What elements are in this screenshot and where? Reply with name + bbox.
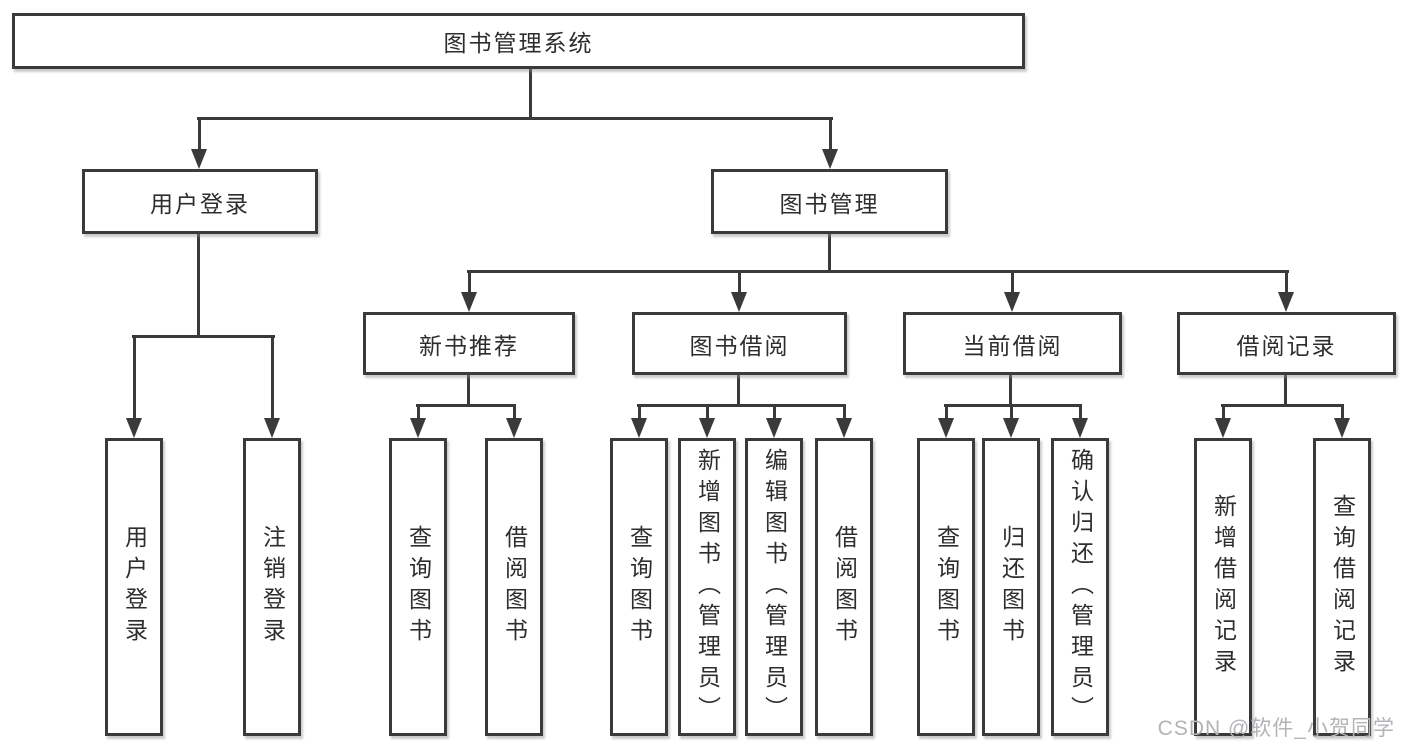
arrow-to-current-confirm [1072, 404, 1088, 438]
leaf-borrowing-add-book-admin-label: 新增图书（管理员） [694, 447, 721, 727]
leaf-newbooks-borrow-books-label: 借阅图书 [501, 525, 528, 649]
arrow-to-current-borrowing [1004, 270, 1020, 312]
leaf-records-add-record-label: 新增借阅记录 [1210, 494, 1237, 680]
leaf-borrowing-query-books: 查询图书 [610, 438, 668, 736]
arrow-to-book-management [822, 117, 838, 169]
arrow-to-records-query [1334, 404, 1350, 438]
arrow-to-borrowing-edit [766, 404, 782, 438]
connector-book-borrowing-stem [737, 374, 740, 407]
connector-root-rail [197, 117, 833, 120]
leaf-user-login-label: 用户登录 [121, 525, 148, 649]
arrow-to-borrowing-borrow [836, 404, 852, 438]
leaf-borrowing-borrow-books: 借阅图书 [815, 438, 873, 736]
leaf-records-query-record-label: 查询借阅记录 [1329, 494, 1356, 680]
connector-user-login-rail [132, 335, 275, 338]
arrow-to-records-add [1215, 404, 1231, 438]
leaf-current-confirm-return-admin-label: 确认归还（管理员） [1067, 447, 1094, 727]
leaf-current-query-books: 查询图书 [917, 438, 975, 736]
node-user-login-label: 用户登录 [150, 190, 250, 217]
connector-current-borrowing-stem [1009, 374, 1012, 407]
leaf-borrowing-query-books-label: 查询图书 [626, 525, 653, 649]
node-root-label: 图书管理系统 [443, 30, 594, 56]
arrow-to-borrow-records [1278, 270, 1294, 312]
node-current-borrowing: 当前借阅 [903, 312, 1122, 375]
arrow-to-new-book-recommend [461, 270, 477, 312]
arrow-to-borrowing-add [699, 404, 715, 438]
leaf-current-return-books: 归还图书 [982, 438, 1040, 736]
csdn-watermark: CSDN @软件_小贺同学 [1157, 717, 1395, 740]
leaf-logout-label: 注销登录 [259, 525, 286, 649]
connector-book-management-stem [828, 233, 831, 273]
node-book-borrowing-label: 图书借阅 [689, 332, 790, 359]
connector-current-borrowing-rail [944, 404, 1082, 407]
leaf-records-add-record: 新增借阅记录 [1194, 438, 1252, 736]
leaf-records-query-record: 查询借阅记录 [1313, 438, 1371, 736]
leaf-borrowing-edit-book-admin-label: 编辑图书（管理员） [761, 447, 788, 727]
node-book-borrowing: 图书借阅 [632, 312, 847, 375]
leaf-borrowing-edit-book-admin: 编辑图书（管理员） [745, 438, 803, 736]
leaf-borrowing-borrow-books-label: 借阅图书 [831, 525, 858, 649]
arrow-to-borrowing-query [631, 404, 647, 438]
arrow-to-leaf-user-login [126, 335, 142, 438]
connector-book-borrowing-rail [637, 404, 845, 407]
leaf-user-login: 用户登录 [105, 438, 163, 736]
arrow-to-book-borrowing [731, 270, 747, 312]
connector-borrow-records-rail [1221, 404, 1344, 407]
leaf-current-query-books-label: 查询图书 [933, 525, 960, 649]
connector-new-book-stem [467, 374, 470, 407]
arrow-to-leaf-logout [264, 335, 280, 438]
arrow-to-current-return [1003, 404, 1019, 438]
connector-user-login-stem [197, 233, 200, 337]
arrow-to-newbooks-borrow [506, 404, 522, 438]
leaf-newbooks-query-books-label: 查询图书 [405, 525, 432, 649]
leaf-logout: 注销登录 [243, 438, 301, 736]
node-book-management-label: 图书管理 [779, 190, 880, 217]
connector-borrow-records-stem [1284, 374, 1287, 407]
leaf-newbooks-query-books: 查询图书 [389, 438, 447, 736]
node-book-management: 图书管理 [711, 169, 948, 234]
leaf-borrowing-add-book-admin: 新增图书（管理员） [678, 438, 736, 736]
node-current-borrowing-label: 当前借阅 [962, 332, 1063, 359]
connector-root-stem [529, 68, 532, 120]
node-borrow-records: 借阅记录 [1177, 312, 1396, 375]
node-user-login: 用户登录 [82, 169, 318, 234]
arrow-to-current-query [938, 404, 954, 438]
connector-book-management-rail [467, 270, 1289, 273]
leaf-newbooks-borrow-books: 借阅图书 [485, 438, 543, 736]
node-borrow-records-label: 借阅记录 [1236, 332, 1337, 359]
connector-new-book-rail [416, 404, 516, 407]
arrow-to-newbooks-query [410, 404, 426, 438]
node-root: 图书管理系统 [12, 13, 1025, 69]
node-new-book-recommend: 新书推荐 [363, 312, 575, 375]
leaf-current-confirm-return-admin: 确认归还（管理员） [1051, 438, 1109, 736]
arrow-to-user-login [191, 117, 207, 169]
node-new-book-recommend-label: 新书推荐 [419, 332, 519, 359]
leaf-current-return-books-label: 归还图书 [998, 525, 1025, 649]
